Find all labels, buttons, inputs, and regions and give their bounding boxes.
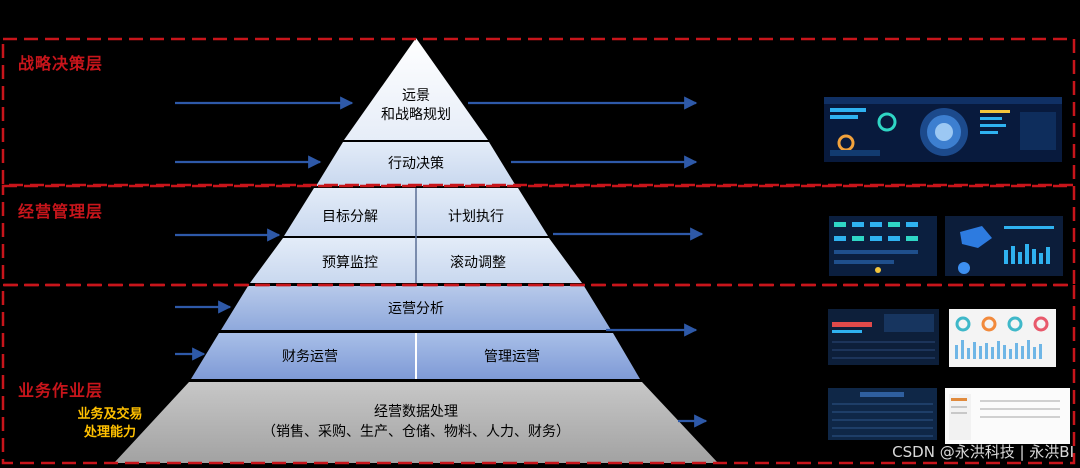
tier6-right-text: 管理运营	[484, 349, 540, 365]
dashboard-thumbnail	[949, 309, 1056, 367]
tier4-left-text: 预算监控	[322, 255, 378, 271]
tier7-title: 经营数据处理	[374, 404, 458, 420]
operation-side-label: 业务及交易 处理能力	[70, 406, 150, 442]
zone-label-strategy: 战略决策层	[18, 50, 103, 74]
tier2-text: 行动决策	[388, 155, 444, 172]
tier4-right-text: 滚动调整	[450, 254, 506, 271]
tier3-left-text: 目标分解	[322, 209, 378, 225]
dashboard-thumbnail	[829, 216, 937, 276]
tier3-right-text: 计划执行	[448, 209, 504, 225]
operation-side-label-line2: 处理能力	[70, 424, 150, 442]
watermark: CSDN @永洪科技 | 永洪BI	[892, 441, 1074, 462]
tier7-detail: （销售、采购、生产、仓储、物料、人力、财务）	[262, 424, 570, 440]
dashboard-thumbnail	[945, 388, 1070, 444]
zone-label-operation: 业务作业层	[18, 377, 103, 401]
dashboard-thumbnail	[828, 309, 939, 365]
tier6-left-text: 财务运营	[282, 349, 338, 365]
dashboard-thumbnail	[828, 388, 937, 440]
tier1-line1: 远景	[402, 88, 430, 104]
zone-label-management: 经营管理层	[18, 198, 103, 222]
tier5-text: 运营分析	[388, 301, 444, 317]
dashboard-thumbnail	[824, 97, 1062, 162]
tier1-line2: 和战略规划	[381, 107, 451, 123]
dashboard-thumbnail	[945, 216, 1063, 276]
tier-data-processing	[114, 382, 718, 463]
operation-side-label-line1: 业务及交易	[70, 406, 150, 424]
